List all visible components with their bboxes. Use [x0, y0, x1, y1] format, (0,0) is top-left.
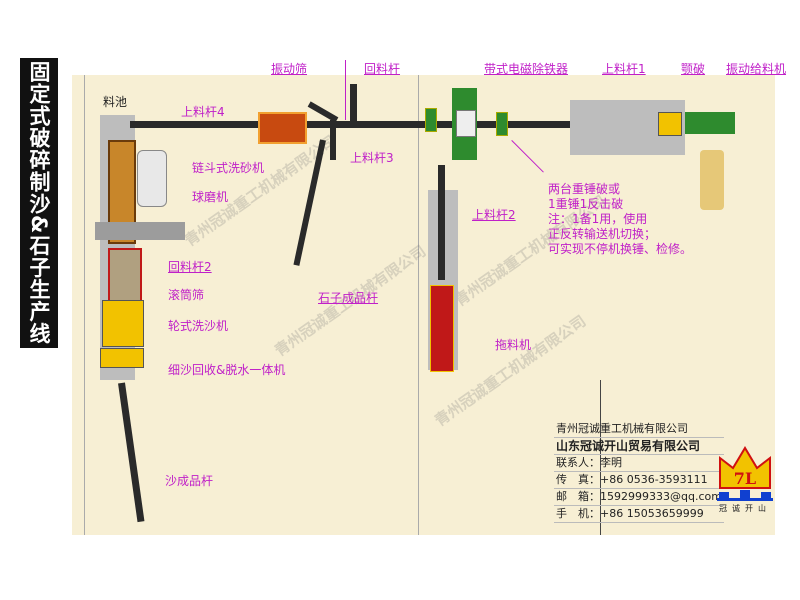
company-name-2: 山东冠诚开山贸易有限公司 — [554, 438, 724, 455]
label-jaw-crusher: 颚破 — [681, 62, 706, 76]
label-vibrating-feeder: 振动给料机 — [726, 62, 787, 76]
note-line: 1重锤1反击破 — [548, 197, 624, 211]
label-towing-machine: 拖料机 — [495, 338, 532, 352]
label-stone-product-conveyor: 石子成品杆 — [318, 291, 379, 305]
mobile: 手 机：+86 15053659999 — [554, 506, 724, 523]
label-bucket-sand-washer: 链斗式洗砂机 — [192, 161, 265, 175]
feed-conveyor-3-belt — [330, 120, 336, 160]
vibrating-screen — [258, 112, 307, 144]
label-feed-conveyor-2: 上料杆2 — [472, 208, 516, 222]
label-material-pool: 料池 — [103, 95, 128, 109]
divider — [418, 75, 419, 535]
divider — [600, 380, 601, 535]
company-name: 青州冠诚重工机械有限公司 — [554, 421, 724, 438]
feed-conveyor-2-belt — [438, 165, 445, 280]
label-return-conveyor-2: 回料杆2 — [168, 260, 212, 274]
divider — [84, 75, 85, 535]
email: 邮 箱：1592999333@qq.com — [554, 489, 724, 506]
logo-text: 冠诚开山 — [719, 504, 771, 513]
ball-mill — [137, 150, 167, 207]
crusher-note: 两台重锤破或 1重锤1反击破 注：1备1用，使用 正反转输送机切换； 可实现不停… — [548, 182, 692, 257]
loader — [700, 150, 724, 210]
contact-person: 联系人：李明 — [554, 455, 724, 472]
note-line: 两台重锤破或 — [548, 182, 621, 196]
leader-line — [345, 60, 346, 120]
label-feed-conveyor-1: 上料杆1 — [602, 62, 646, 76]
note-line: 可实现不停机换锤、检修。 — [548, 242, 693, 256]
label-sand-product-conveyor: 沙成品杆 — [165, 474, 214, 488]
label-vibrating-screen: 振动筛 — [271, 62, 308, 76]
label-drum-screen: 滚筒筛 — [168, 288, 205, 302]
svg-text:7L: 7L — [734, 469, 756, 488]
note-line: 注：1备1用，使用 — [548, 212, 648, 226]
platform — [95, 222, 185, 240]
label-wheel-sand-washer: 轮式洗沙机 — [168, 319, 229, 333]
towing-machine — [430, 285, 454, 372]
label-feed-conveyor-3: 上料杆3 — [350, 151, 394, 165]
feed-conveyor-4-belt — [130, 121, 590, 128]
company-logo: 7L 冠诚开山 — [715, 446, 775, 516]
drum-screen — [108, 248, 142, 302]
wheel-sand-washer — [102, 300, 144, 347]
return-conveyor-belt-2 — [350, 84, 357, 124]
vibrating-feeder — [685, 112, 735, 134]
label-ball-mill: 球磨机 — [192, 190, 229, 204]
fax: 传 真：+86 0536-3593111 — [554, 472, 724, 489]
fine-sand-recovery-machine — [100, 348, 144, 368]
label-feed-conveyor-4: 上料杆4 — [181, 105, 225, 119]
page-title: 固定式破碎制沙&石子生产线 — [20, 58, 58, 348]
crusher-core — [456, 110, 476, 137]
note-line: 正反转输送机切换； — [548, 227, 657, 241]
label-return-conveyor: 回料杆 — [364, 62, 401, 76]
label-magnetic-separator: 带式电磁除铁器 — [484, 62, 569, 76]
label-fine-sand-recovery: 细沙回收&脱水一体机 — [168, 363, 286, 377]
jaw-crusher — [658, 112, 682, 136]
magnetic-separator — [496, 112, 508, 136]
magnetic-separator — [425, 108, 437, 132]
contact-info: 青州冠诚重工机械有限公司 山东冠诚开山贸易有限公司 联系人：李明 传 真：+86… — [554, 421, 724, 523]
